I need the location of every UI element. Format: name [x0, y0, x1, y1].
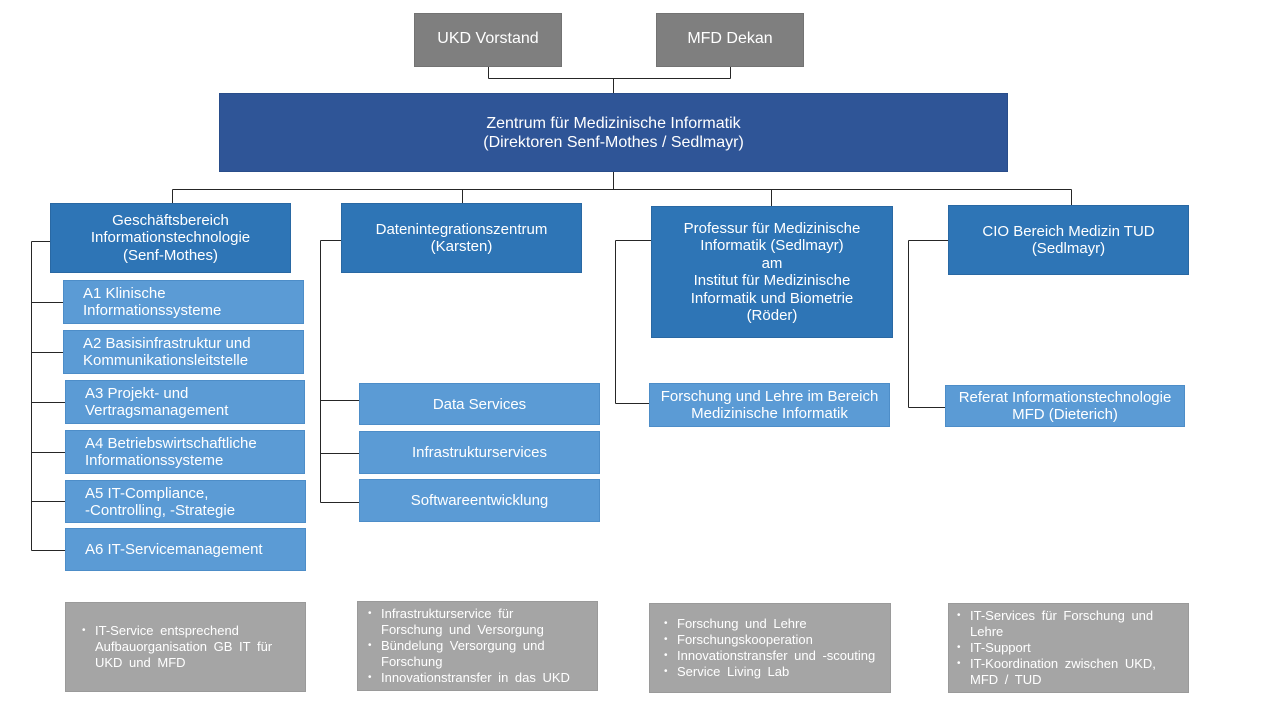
task-item: Forschung und Lehre	[664, 616, 882, 632]
task-list: IT-Services für Forschung und Lehre IT-S…	[957, 608, 1170, 688]
task-item: Bündelung Versorgung und Forschung	[368, 638, 575, 670]
unit-infrastrukturservices-label: Infrastrukturservices	[411, 444, 548, 461]
zentrum-label: Zentrum für Medizinische Informatik (Dir…	[483, 114, 744, 151]
unit-a3-projekt-vertragsmanagement: A3 Projekt- und Vertragsmanagement	[65, 380, 305, 424]
task-item: IT-Service entsprechend Aufbauorganisati…	[82, 623, 285, 671]
unit-a5-it-compliance: A5 IT-Compliance, -Controlling, -Strateg…	[65, 480, 306, 523]
unit-a6-it-servicemanagement: A6 IT-Servicemanagement	[65, 528, 306, 571]
unit-a4-label: A4 Betriebswirtschaftliche Informationss…	[85, 435, 257, 469]
unit-infrastrukturservices: Infrastrukturservices	[359, 431, 600, 474]
box-cio-bereich-medizin: CIO Bereich Medizin TUD (Sedlmayr)	[948, 205, 1189, 275]
unit-a2-label: A2 Basisinfrastruktur und Kommunikations…	[83, 335, 251, 369]
unit-forschung-lehre: Forschung und Lehre im Bereich Medizinis…	[649, 383, 890, 427]
unit-a1-klinische-informationssysteme: A1 Klinische Informationssysteme	[63, 280, 304, 324]
unit-a6-label: A6 IT-Servicemanagement	[85, 541, 263, 558]
task-item: Innovationstransfer und -scouting	[664, 648, 882, 664]
task-item: IT-Koordination zwischen UKD, MFD / TUD	[957, 656, 1170, 688]
box-professur-medizinische-informatik: Professur für Medizinische Informatik (S…	[651, 206, 893, 338]
task-item: Innovationstransfer in das UKD	[368, 670, 575, 686]
unit-forschung-lehre-label: Forschung und Lehre im Bereich Medizinis…	[660, 388, 879, 422]
mfd-dekan-label: MFD Dekan	[687, 29, 773, 47]
task-list: Forschung und Lehre Forschungskooperatio…	[664, 616, 882, 680]
unit-data-services: Data Services	[359, 383, 600, 425]
unit-a1-label: A1 Klinische Informationssysteme	[83, 285, 222, 319]
unit-a2-basisinfrastruktur: A2 Basisinfrastruktur und Kommunikations…	[63, 330, 304, 374]
box-datenintegrationszentrum: Datenintegrationszentrum (Karsten)	[341, 203, 582, 273]
box-geschaeftsbereich-it: Geschäftsbereich Informationstechnologie…	[50, 203, 291, 273]
task-box-professur: Forschung und Lehre Forschungskooperatio…	[649, 603, 891, 693]
task-item: Infrastrukturservice für Forschung und V…	[368, 606, 575, 638]
task-box-cio: IT-Services für Forschung und Lehre IT-S…	[948, 603, 1189, 693]
unit-a4-betriebswirtschaftliche-systeme: A4 Betriebswirtschaftliche Informationss…	[65, 430, 305, 474]
task-box-datenintegrationszentrum: Infrastrukturservice für Forschung und V…	[357, 601, 598, 691]
ukd-vorstand-label: UKD Vorstand	[437, 29, 539, 47]
unit-a3-label: A3 Projekt- und Vertragsmanagement	[85, 385, 229, 419]
task-item: Forschungskooperation	[664, 632, 882, 648]
box-mfd-dekan: MFD Dekan	[656, 13, 804, 67]
unit-referat-label: Referat Informationstechnologie MFD (Die…	[958, 389, 1172, 423]
cio-label: CIO Bereich Medizin TUD (Sedlmayr)	[982, 222, 1155, 258]
task-item: Service Living Lab	[664, 664, 882, 680]
unit-softwareentwicklung: Softwareentwicklung	[359, 479, 600, 522]
task-item: IT-Services für Forschung und Lehre	[957, 608, 1170, 640]
professur-label: Professur für Medizinische Informatik (S…	[683, 219, 861, 325]
unit-a5-label: A5 IT-Compliance, -Controlling, -Strateg…	[85, 484, 236, 519]
task-box-geschaeftsbereich-it: IT-Service entsprechend Aufbauorganisati…	[65, 602, 306, 692]
geschaeftsbereich-it-label: Geschäftsbereich Informationstechnologie…	[90, 211, 251, 264]
box-zentrum-medizinische-informatik: Zentrum für Medizinische Informatik (Dir…	[219, 93, 1008, 172]
task-list: Infrastrukturservice für Forschung und V…	[368, 606, 575, 686]
box-ukd-vorstand: UKD Vorstand	[414, 13, 562, 67]
task-list: IT-Service entsprechend Aufbauorganisati…	[82, 623, 285, 671]
unit-data-services-label: Data Services	[432, 395, 527, 413]
unit-referat-informationstechnologie: Referat Informationstechnologie MFD (Die…	[945, 385, 1185, 427]
task-item: IT-Support	[957, 640, 1170, 656]
unit-softwareentwicklung-label: Softwareentwicklung	[410, 492, 549, 509]
datenintegrationszentrum-label: Datenintegrationszentrum (Karsten)	[375, 220, 548, 256]
